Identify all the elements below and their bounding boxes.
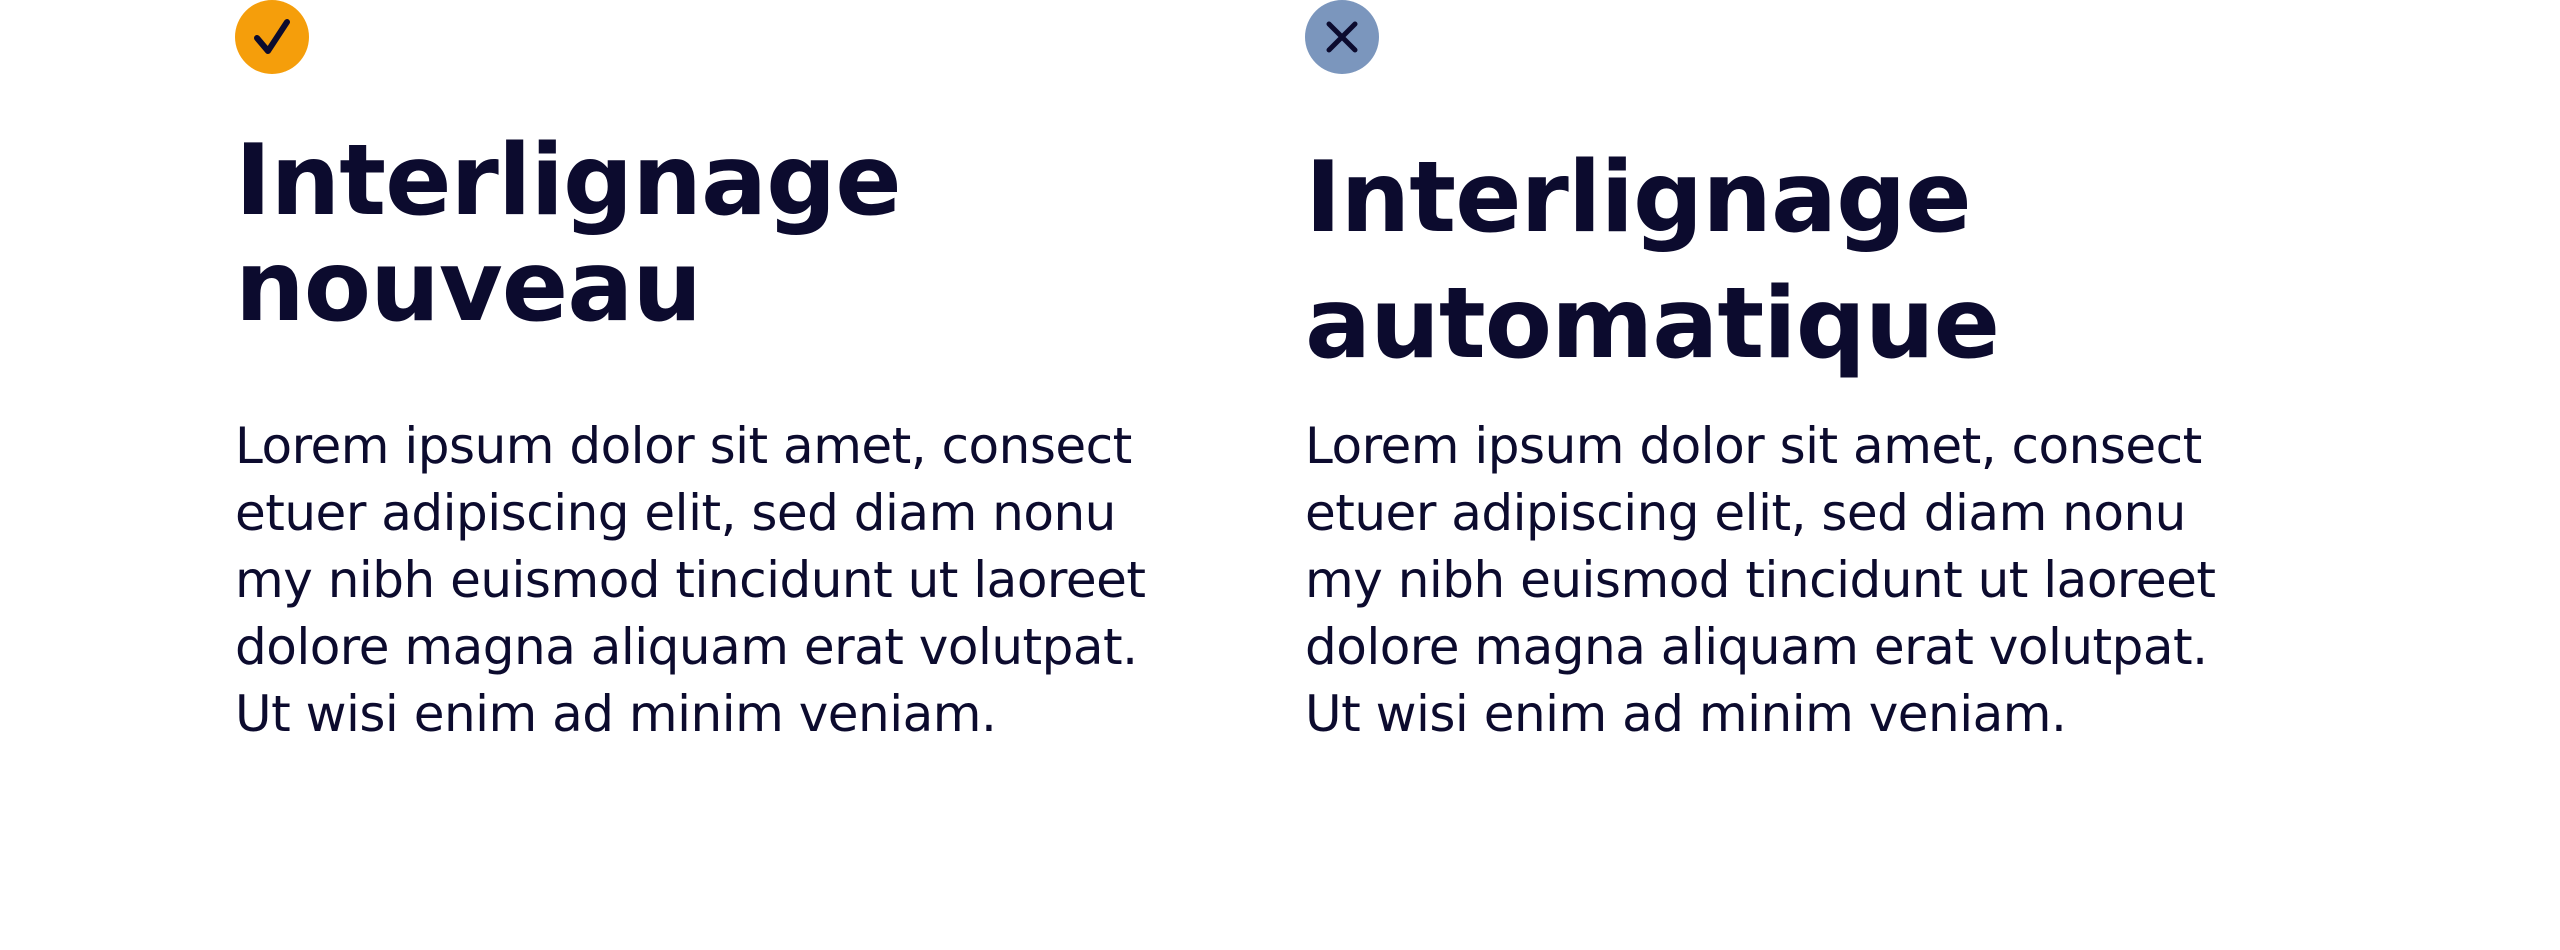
bad-body-line-5: Ut wisi enim ad minim veniam. [1305, 685, 2067, 743]
bad-title-line-1: Interlignage [1305, 141, 1972, 255]
good-body-line-3: my nibh euismod tincidunt ut laoreet [235, 551, 1146, 609]
bad-title-line-2: automatique [1305, 267, 2000, 381]
good-body-line-5: Ut wisi enim ad minim veniam. [235, 685, 997, 743]
bad-body-line-1: Lorem ipsum dolor sit amet, consect [1305, 417, 2202, 475]
good-example-body: Lorem ipsum dolor sit amet, consect etue… [235, 413, 1146, 748]
bad-body-line-4: dolore magna aliquam erat volutpat. [1305, 618, 2208, 676]
good-body-line-1: Lorem ipsum dolor sit amet, consect [235, 417, 1132, 475]
good-title-line-2: nouveau [235, 230, 702, 344]
close-icon [1305, 0, 1379, 74]
bad-body-line-3: my nibh euismod tincidunt ut laoreet [1305, 551, 2216, 609]
good-example-title: Interlignage nouveau [235, 124, 902, 344]
bad-example-body: Lorem ipsum dolor sit amet, consect etue… [1305, 413, 2216, 748]
good-body-line-4: dolore magna aliquam erat volutpat. [235, 618, 1138, 676]
bad-example-title: Interlignage automatique [1305, 135, 2000, 387]
good-body-line-2: etuer adipiscing elit, sed diam nonu [235, 484, 1116, 542]
check-icon [235, 0, 309, 74]
bad-body-line-2: etuer adipiscing elit, sed diam nonu [1305, 484, 2186, 542]
good-title-line-1: Interlignage [235, 124, 902, 238]
